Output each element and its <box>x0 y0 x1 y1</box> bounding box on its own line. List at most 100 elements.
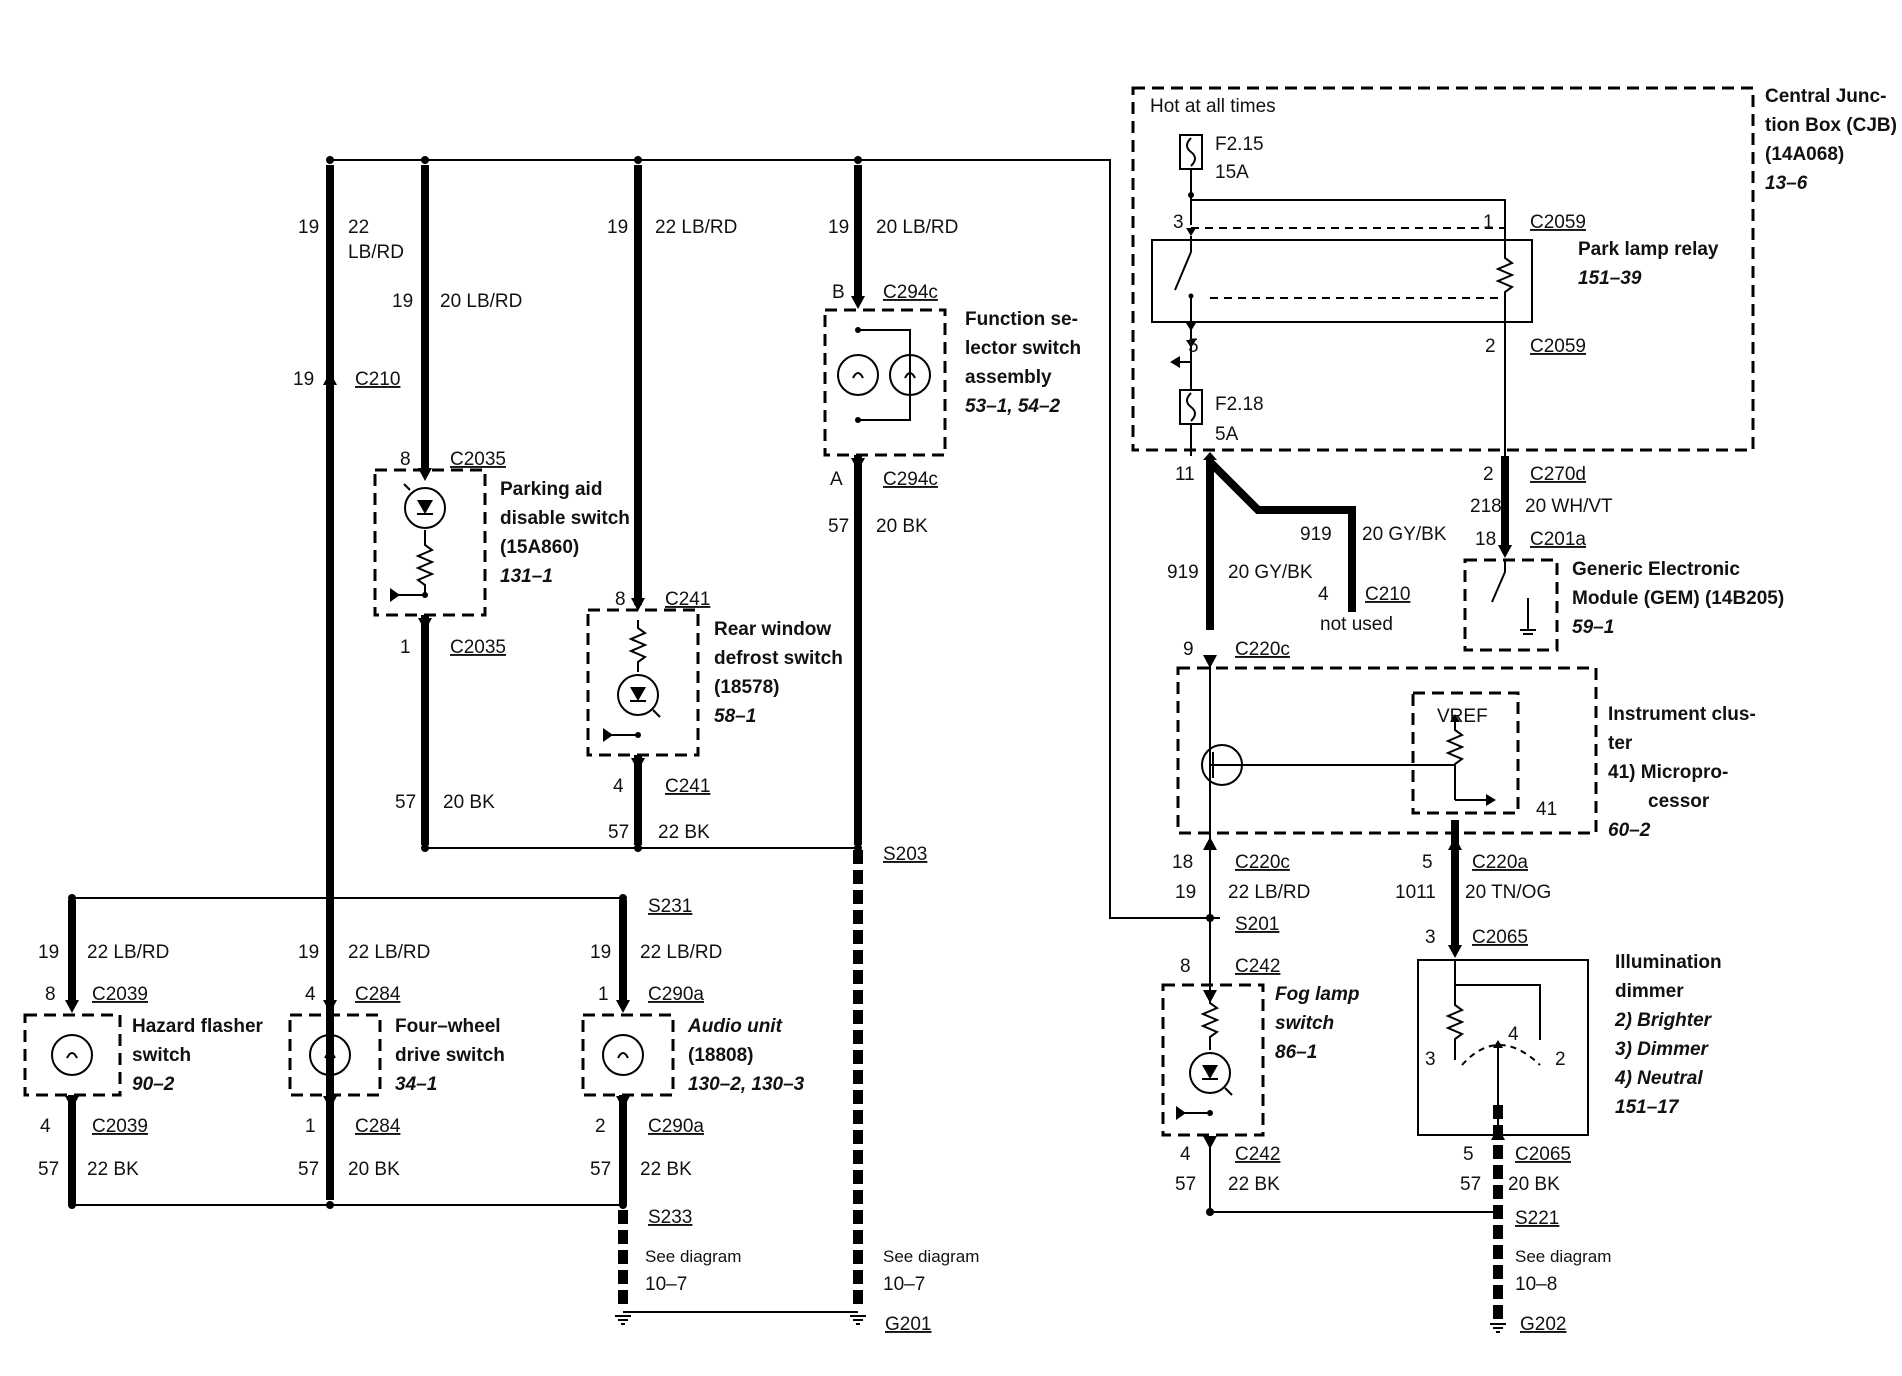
fw-wire: 22 LB/RD <box>348 942 430 963</box>
cjb-title-1: Central Junc- <box>1765 86 1886 107</box>
see-diagram-2-ref: 10–7 <box>883 1274 925 1295</box>
hazard-switch <box>23 1013 122 1097</box>
fw-name-2: drive switch <box>395 1045 505 1066</box>
c210-num: 19 <box>293 369 314 390</box>
ic-name-1: Instrument clus- <box>1608 704 1756 725</box>
hz-bot-c: C2039 <box>92 1116 148 1137</box>
rw-name-2: defrost switch <box>714 648 843 669</box>
see-diagram-2: See diagram <box>883 1247 979 1266</box>
au-ref: 130–2, 130–3 <box>688 1074 805 1095</box>
fl-gnd-num: 57 <box>1175 1174 1196 1195</box>
au-num: 19 <box>590 942 611 963</box>
fw-bot-pin: 1 <box>305 1116 316 1137</box>
id-name-5: 4) Neutral <box>1614 1068 1703 1089</box>
wire-4wd <box>323 1000 337 1109</box>
c201a-pin: 18 <box>1475 529 1496 550</box>
s233-label: S233 <box>648 1207 692 1228</box>
vref: VREF <box>1437 706 1488 727</box>
rear-window-switch <box>586 608 700 757</box>
cjb-box <box>1131 86 1755 456</box>
cjb-title-2: tion Box (CJB) <box>1765 115 1897 136</box>
c220c-b: C220c <box>1235 852 1290 873</box>
relay-pin2: 2 <box>1485 336 1496 357</box>
c242-top: C242 <box>1235 956 1280 977</box>
w1011: 20 TN/OG <box>1465 882 1551 903</box>
rw-top-pin: 8 <box>615 589 626 610</box>
fog-lamp-switch <box>1161 983 1265 1137</box>
s233-bus <box>68 1201 627 1209</box>
f215: F2.15 <box>1215 134 1264 155</box>
pa-gnd-num: 57 <box>395 792 416 813</box>
rw-bot-c: C241 <box>665 776 710 797</box>
hz-gnd: 22 BK <box>87 1159 139 1180</box>
fw-top-pin: 4 <box>305 984 316 1005</box>
c220a: C220a <box>1472 852 1528 873</box>
w4-num: 19 <box>828 217 849 238</box>
pa-name-2: disable switch <box>500 508 630 529</box>
fl-name-1: Fog lamp <box>1275 984 1359 1005</box>
wire-audio <box>616 900 630 1310</box>
relay-ref: 151–39 <box>1578 268 1642 289</box>
fs-name-1: Function se- <box>965 309 1078 330</box>
rw-name-1: Rear window <box>714 619 831 640</box>
c270d: C270d <box>1530 464 1586 485</box>
fs-ref: 53–1, 54–2 <box>965 396 1061 417</box>
cjb-ref: 13–6 <box>1765 173 1808 194</box>
w19: 22 LB/RD <box>1228 882 1310 903</box>
g201-label: G201 <box>885 1314 931 1335</box>
w3-num: 19 <box>607 217 628 238</box>
au-wire: 22 LB/RD <box>640 942 722 963</box>
see-diagram-1-ref: 10–7 <box>645 1274 687 1295</box>
id-name-1: Illumination <box>1615 952 1722 973</box>
ic-name-2: ter <box>1608 733 1633 754</box>
au-top-c: C290a <box>648 984 704 1005</box>
rw-gnd-num: 57 <box>608 822 629 843</box>
c270d-pin: 2 <box>1483 464 1494 485</box>
pin-11: 11 <box>1175 464 1195 485</box>
f218-amp: 5A <box>1215 424 1239 445</box>
id-gnd: 20 BK <box>1508 1174 1560 1195</box>
au-name-2: (18808) <box>688 1045 754 1066</box>
s203-label: S203 <box>883 844 927 865</box>
w3-label: 22 LB/RD <box>655 217 737 238</box>
pa-top-pin: 8 <box>400 449 411 470</box>
au-top-pin: 1 <box>598 984 609 1005</box>
s231-label: S231 <box>648 896 692 917</box>
ic-name-4: cessor <box>1648 791 1710 812</box>
audio-unit <box>581 1013 675 1097</box>
fw-bot-c: C284 <box>355 1116 401 1137</box>
id-name-4: 3) Dimmer <box>1615 1039 1710 1060</box>
w1011-num: 1011 <box>1395 882 1436 903</box>
fs-gnd: 20 BK <box>876 516 928 537</box>
fl-gnd: 22 BK <box>1228 1174 1280 1195</box>
instrument-cluster <box>1176 666 1598 835</box>
pin-41: 41 <box>1536 799 1557 820</box>
s231-bus <box>68 894 627 902</box>
hz-top-pin: 8 <box>45 984 56 1005</box>
see-diagram-3: See diagram <box>1515 1247 1611 1266</box>
dimmer-pin3: 3 <box>1425 1049 1436 1070</box>
hz-wire: 22 LB/RD <box>87 942 169 963</box>
fl-name-2: switch <box>1275 1013 1334 1034</box>
pa-ref: 131–1 <box>500 566 553 587</box>
pa-top-c: C2035 <box>450 449 506 470</box>
c242-bot-pin: 4 <box>1180 1144 1191 1165</box>
gem-ref: 59–1 <box>1572 617 1614 638</box>
wire-col4 <box>851 165 865 1310</box>
hz-bot-pin: 4 <box>40 1116 51 1137</box>
hz-top-c: C2039 <box>92 984 148 1005</box>
rw-gnd: 22 BK <box>658 822 710 843</box>
fs-top-pin: B <box>832 282 845 303</box>
see-diagram-1: See diagram <box>645 1247 741 1266</box>
id-name-2: dimmer <box>1615 981 1684 1002</box>
wire-hazard <box>65 900 79 1205</box>
hz-ref: 90–2 <box>132 1074 175 1095</box>
w2-num: 19 <box>392 291 413 312</box>
w919a-label: 20 GY/BK <box>1362 524 1447 545</box>
relay-pin1: 1 <box>1483 212 1494 233</box>
c2065-bot: C2065 <box>1515 1144 1571 1165</box>
fs-top-c: C294c <box>883 282 938 303</box>
top-bus <box>326 156 1220 919</box>
